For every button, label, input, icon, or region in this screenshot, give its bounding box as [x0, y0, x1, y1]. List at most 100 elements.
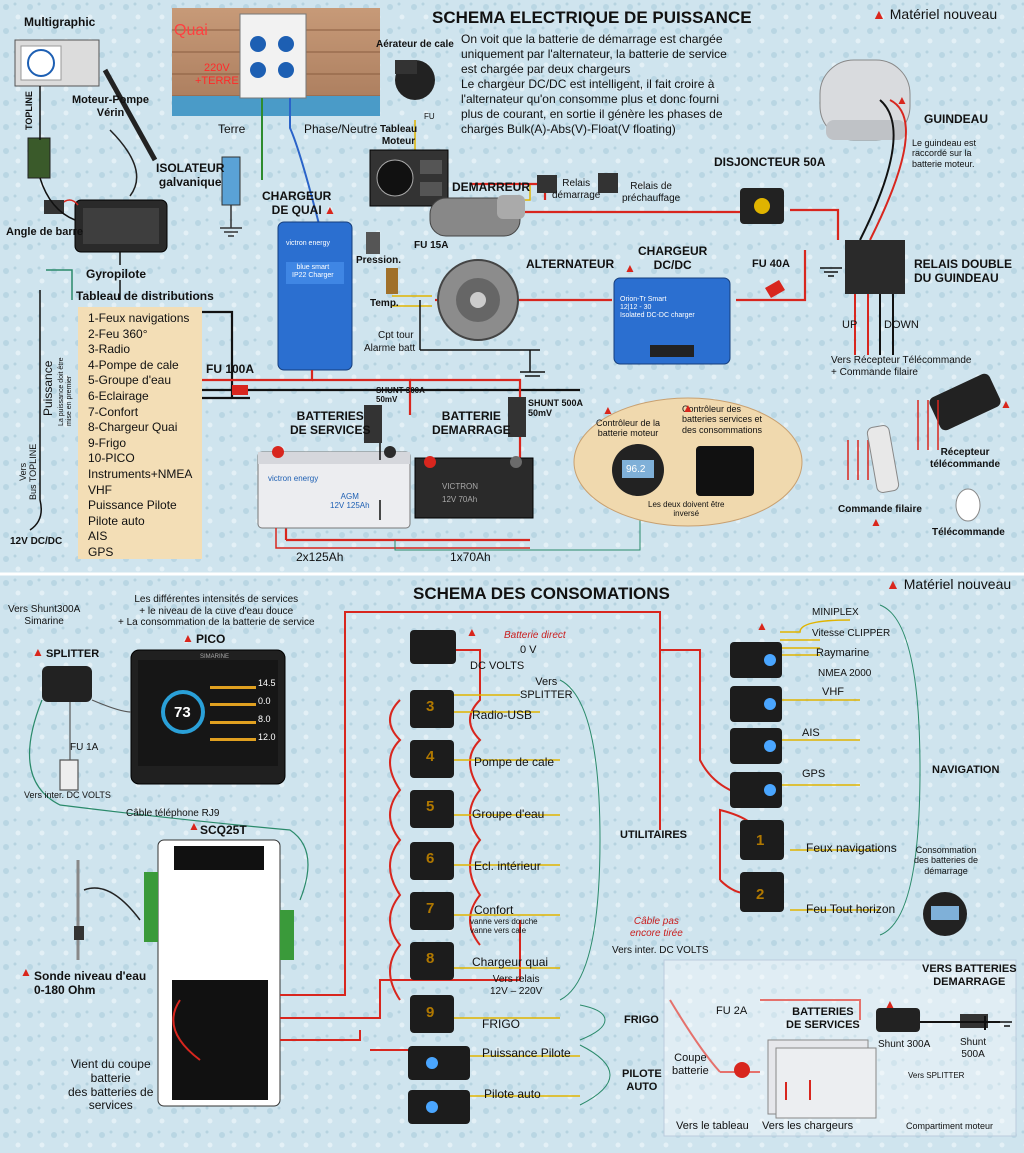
guindeau-note: Le guindeau est raccordé sur la batterie… — [912, 138, 977, 169]
new-marker-icon: ▲ — [682, 401, 694, 415]
batt-demarrage-label: BATTERIE DEMARRAGE — [432, 409, 511, 437]
chargeur-quai-label: CHARGEUR DE QUAI — [262, 189, 332, 217]
switch-label-pilote-auto: Pilote auto — [484, 1087, 541, 1101]
pico-note: Les différentes intensités de services +… — [118, 594, 315, 628]
ctrl-note: Les deux doivent être inversé — [648, 500, 725, 519]
shunt300-label-2: Shunt 300A — [878, 1039, 931, 1050]
chargeur-dcdc-label: CHARGEUR DC/DC — [638, 244, 708, 272]
ctrl-moteur-label: Contrôleur de la batterie moteur — [596, 418, 661, 439]
new-marker-icon: ▲ — [624, 261, 636, 275]
vers-inter-dc-label: Vers inter. DC VOLTS — [24, 790, 111, 800]
vers-relais-label: Vers relais 12V – 220V — [490, 974, 543, 997]
cap-demarrage: 1x70Ah — [450, 550, 491, 564]
distrib-item: GPS — [88, 544, 114, 559]
orion-model: Orion-Tr Smart 12|12 - 30 Isolated DC-DC… — [620, 296, 695, 320]
fu2a-label: FU 2A — [716, 1005, 748, 1017]
new-marker-icon: ▲ — [870, 515, 882, 529]
compartiment-label: Compartiment moteur — [906, 1121, 994, 1131]
switch-label-chargeur: Chargeur quai — [472, 955, 549, 969]
switch-number: 5 — [426, 798, 435, 815]
ctrl-display: 96.2 — [626, 464, 646, 475]
charger-brand: victron energy — [286, 240, 330, 247]
tableau-distrib-label: Tableau de distributions — [76, 289, 214, 303]
new-marker-icon: ▲ — [182, 631, 194, 645]
new-marker-icon: ▲ — [884, 997, 896, 1011]
switch-number: 7 — [426, 900, 435, 917]
batt-services-label: BATTERIES DE SERVICES — [290, 409, 371, 437]
group-navigation: NAVIGATION — [932, 764, 1000, 776]
fu15a-label: FU 15A — [414, 240, 449, 251]
new-material-legend: ▲ Matériel nouveau — [872, 6, 998, 22]
pico-stat: 8.0 — [258, 714, 271, 724]
new-marker-icon: ▲ — [20, 965, 32, 979]
distrib-item: 4-Pompe de cale — [88, 357, 179, 372]
nav-item: NMEA 2000 — [818, 668, 872, 679]
pico-brand: SIMARINE — [200, 654, 230, 660]
conso-demarrage-label: Consommation des batteries de démarrage — [914, 845, 979, 876]
fu1a-label: FU 1A — [70, 742, 99, 753]
fu40a-label: FU 40A — [752, 258, 790, 270]
vers-batt-dem-label: VERS BATTERIES DEMARRAGE — [922, 963, 1017, 988]
moteur-pompe-label: Moteur-Pompe Vérin — [72, 94, 149, 119]
switch-number: 8 — [426, 950, 435, 967]
telecommande-label: Télécommande — [932, 527, 1005, 538]
distrib-item: 1-Feux navigations — [88, 311, 190, 325]
sonde-label: Sonde niveau d'eau 0-180 Ohm — [34, 969, 147, 997]
distrib-item: 9-Frigo — [88, 435, 127, 450]
cable-rj9-label: Câble téléphone RJ9 — [126, 808, 220, 819]
puissance-label: Puissance — [41, 360, 55, 416]
distrib-item: 6-Eclairage — [88, 388, 149, 403]
distrib-item: 5-Groupe d'eau — [88, 373, 172, 388]
up-label: UP — [842, 319, 858, 331]
pico-stat: 12.0 — [258, 732, 276, 742]
terre-label: Terre — [218, 122, 246, 136]
new-marker-icon: ▲ — [466, 625, 478, 639]
switch-number: 4 — [426, 748, 435, 765]
distribution-panel: 1-Feux navigations 2-Feu 360° 3-Radio 4-… — [78, 307, 202, 559]
shunt500-label-2: Shunt 500A — [960, 1037, 987, 1060]
vhf-label: VHF — [822, 686, 844, 698]
new-material-legend-2: ▲ Matériel nouveau — [886, 576, 1012, 592]
vers-chargeurs-label: Vers les chargeurs — [762, 1120, 854, 1132]
vient-du-label: Vient du coupe batterie des batteries de… — [68, 1057, 154, 1113]
disjoncteur-label: DISJONCTEUR 50A — [714, 155, 826, 169]
quai-label: Quai — [174, 22, 208, 39]
battery2-type: 12V 70Ah — [442, 495, 478, 504]
distrib-item: 2-Feu 360° — [88, 326, 148, 341]
new-marker-icon: ▲ — [188, 819, 200, 833]
new-material-label: Matériel nouveau — [889, 6, 998, 22]
gyropilote-label: Gyropilote — [86, 267, 147, 281]
cap-services: 2x125Ah — [296, 550, 344, 564]
down-label: DOWN — [884, 319, 919, 331]
alternateur-label: ALTERNATEUR — [526, 257, 615, 271]
confort-sub-label: vanne vers douche vanne vers cale — [470, 917, 538, 936]
shunt500-label: SHUNT 500A 50mV — [528, 398, 584, 419]
distrib-item: 8-Chargeur Quai — [88, 420, 178, 435]
distrib-item: 3-Radio — [88, 342, 131, 357]
battery2-brand: VICTRON — [442, 482, 478, 491]
group-utilitaires: UTILITAIRES — [620, 829, 688, 841]
distrib-item: VHF — [88, 482, 112, 497]
nav-item: MINIPLEX — [812, 607, 859, 618]
dcdc-12v-label: 12V DC/DC — [10, 536, 63, 547]
dc-volts-label: DC VOLTS — [470, 660, 525, 672]
distrib-item: AIS — [88, 529, 108, 544]
guindeau-label: GUINDEAU — [924, 112, 989, 126]
switch-number: 9 — [426, 1004, 435, 1021]
aerateur-label: Aérateur de cale — [376, 39, 454, 50]
phase-neutre-label: Phase/Neutre — [304, 122, 378, 136]
nav-item: Vitesse CLIPPER — [812, 628, 891, 639]
ctrl-services-label: Contrôleur des batteries services et des… — [682, 404, 763, 435]
aerateur-fuse-label: FU — [424, 112, 435, 121]
new-marker-icon: ▲ — [1000, 397, 1012, 411]
switch-label-frigo: FRIGO — [482, 1017, 520, 1031]
switch-label-confort: Confort — [474, 903, 514, 917]
zero-v-label: 0 V — [520, 644, 537, 656]
feux-nav-label: Feux navigations — [806, 841, 897, 855]
demarreur-label: DEMARREUR — [452, 180, 530, 194]
relais-demarrage-label: Relais démarrage — [552, 178, 601, 201]
batterie-direct-label: Batterie direct — [504, 630, 566, 641]
new-marker-icon: ▲ — [896, 93, 908, 107]
multigraphic-label: Multigraphic — [24, 15, 96, 29]
